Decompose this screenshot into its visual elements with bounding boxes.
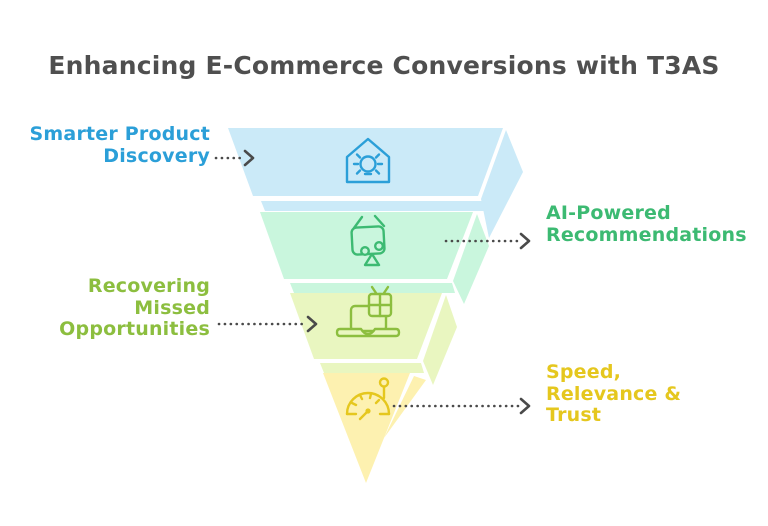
level4-face (323, 373, 410, 483)
funnel-level-1 (228, 128, 523, 238)
level1-label: Smarter Product Discovery (29, 123, 210, 167)
connector-arrows (214, 149, 531, 415)
laptop-gift-icon (335, 285, 401, 338)
level3-face (290, 293, 442, 359)
level1-arrow (214, 149, 255, 167)
speedometer-icon (345, 377, 391, 421)
diagram-title: Enhancing E-Commerce Conversions with T3… (48, 51, 720, 80)
level1-side-bevel (481, 130, 523, 238)
level2-arrow (444, 232, 531, 250)
level4-arrow (392, 397, 531, 415)
level2-side-bevel (453, 214, 489, 304)
level3-label: Recovering Missed Opportunities (59, 275, 210, 340)
level2-face (260, 212, 473, 279)
level1-bottom-bevel (261, 201, 486, 211)
level3-arrow (217, 315, 318, 333)
level3-side-bevel (423, 295, 457, 385)
funnel-level-2 (260, 212, 489, 304)
level1-face (228, 128, 503, 196)
funnel-level-4 (323, 373, 426, 483)
level3-bottom-bevel (320, 363, 424, 373)
level2-label: AI-Powered Recommendations (546, 202, 747, 246)
house-lightbulb-icon (345, 137, 391, 184)
funnel-level-3 (290, 285, 457, 385)
shopping-basket-icon (350, 214, 386, 267)
level4-label: Speed, Relevance & Trust (546, 361, 682, 426)
